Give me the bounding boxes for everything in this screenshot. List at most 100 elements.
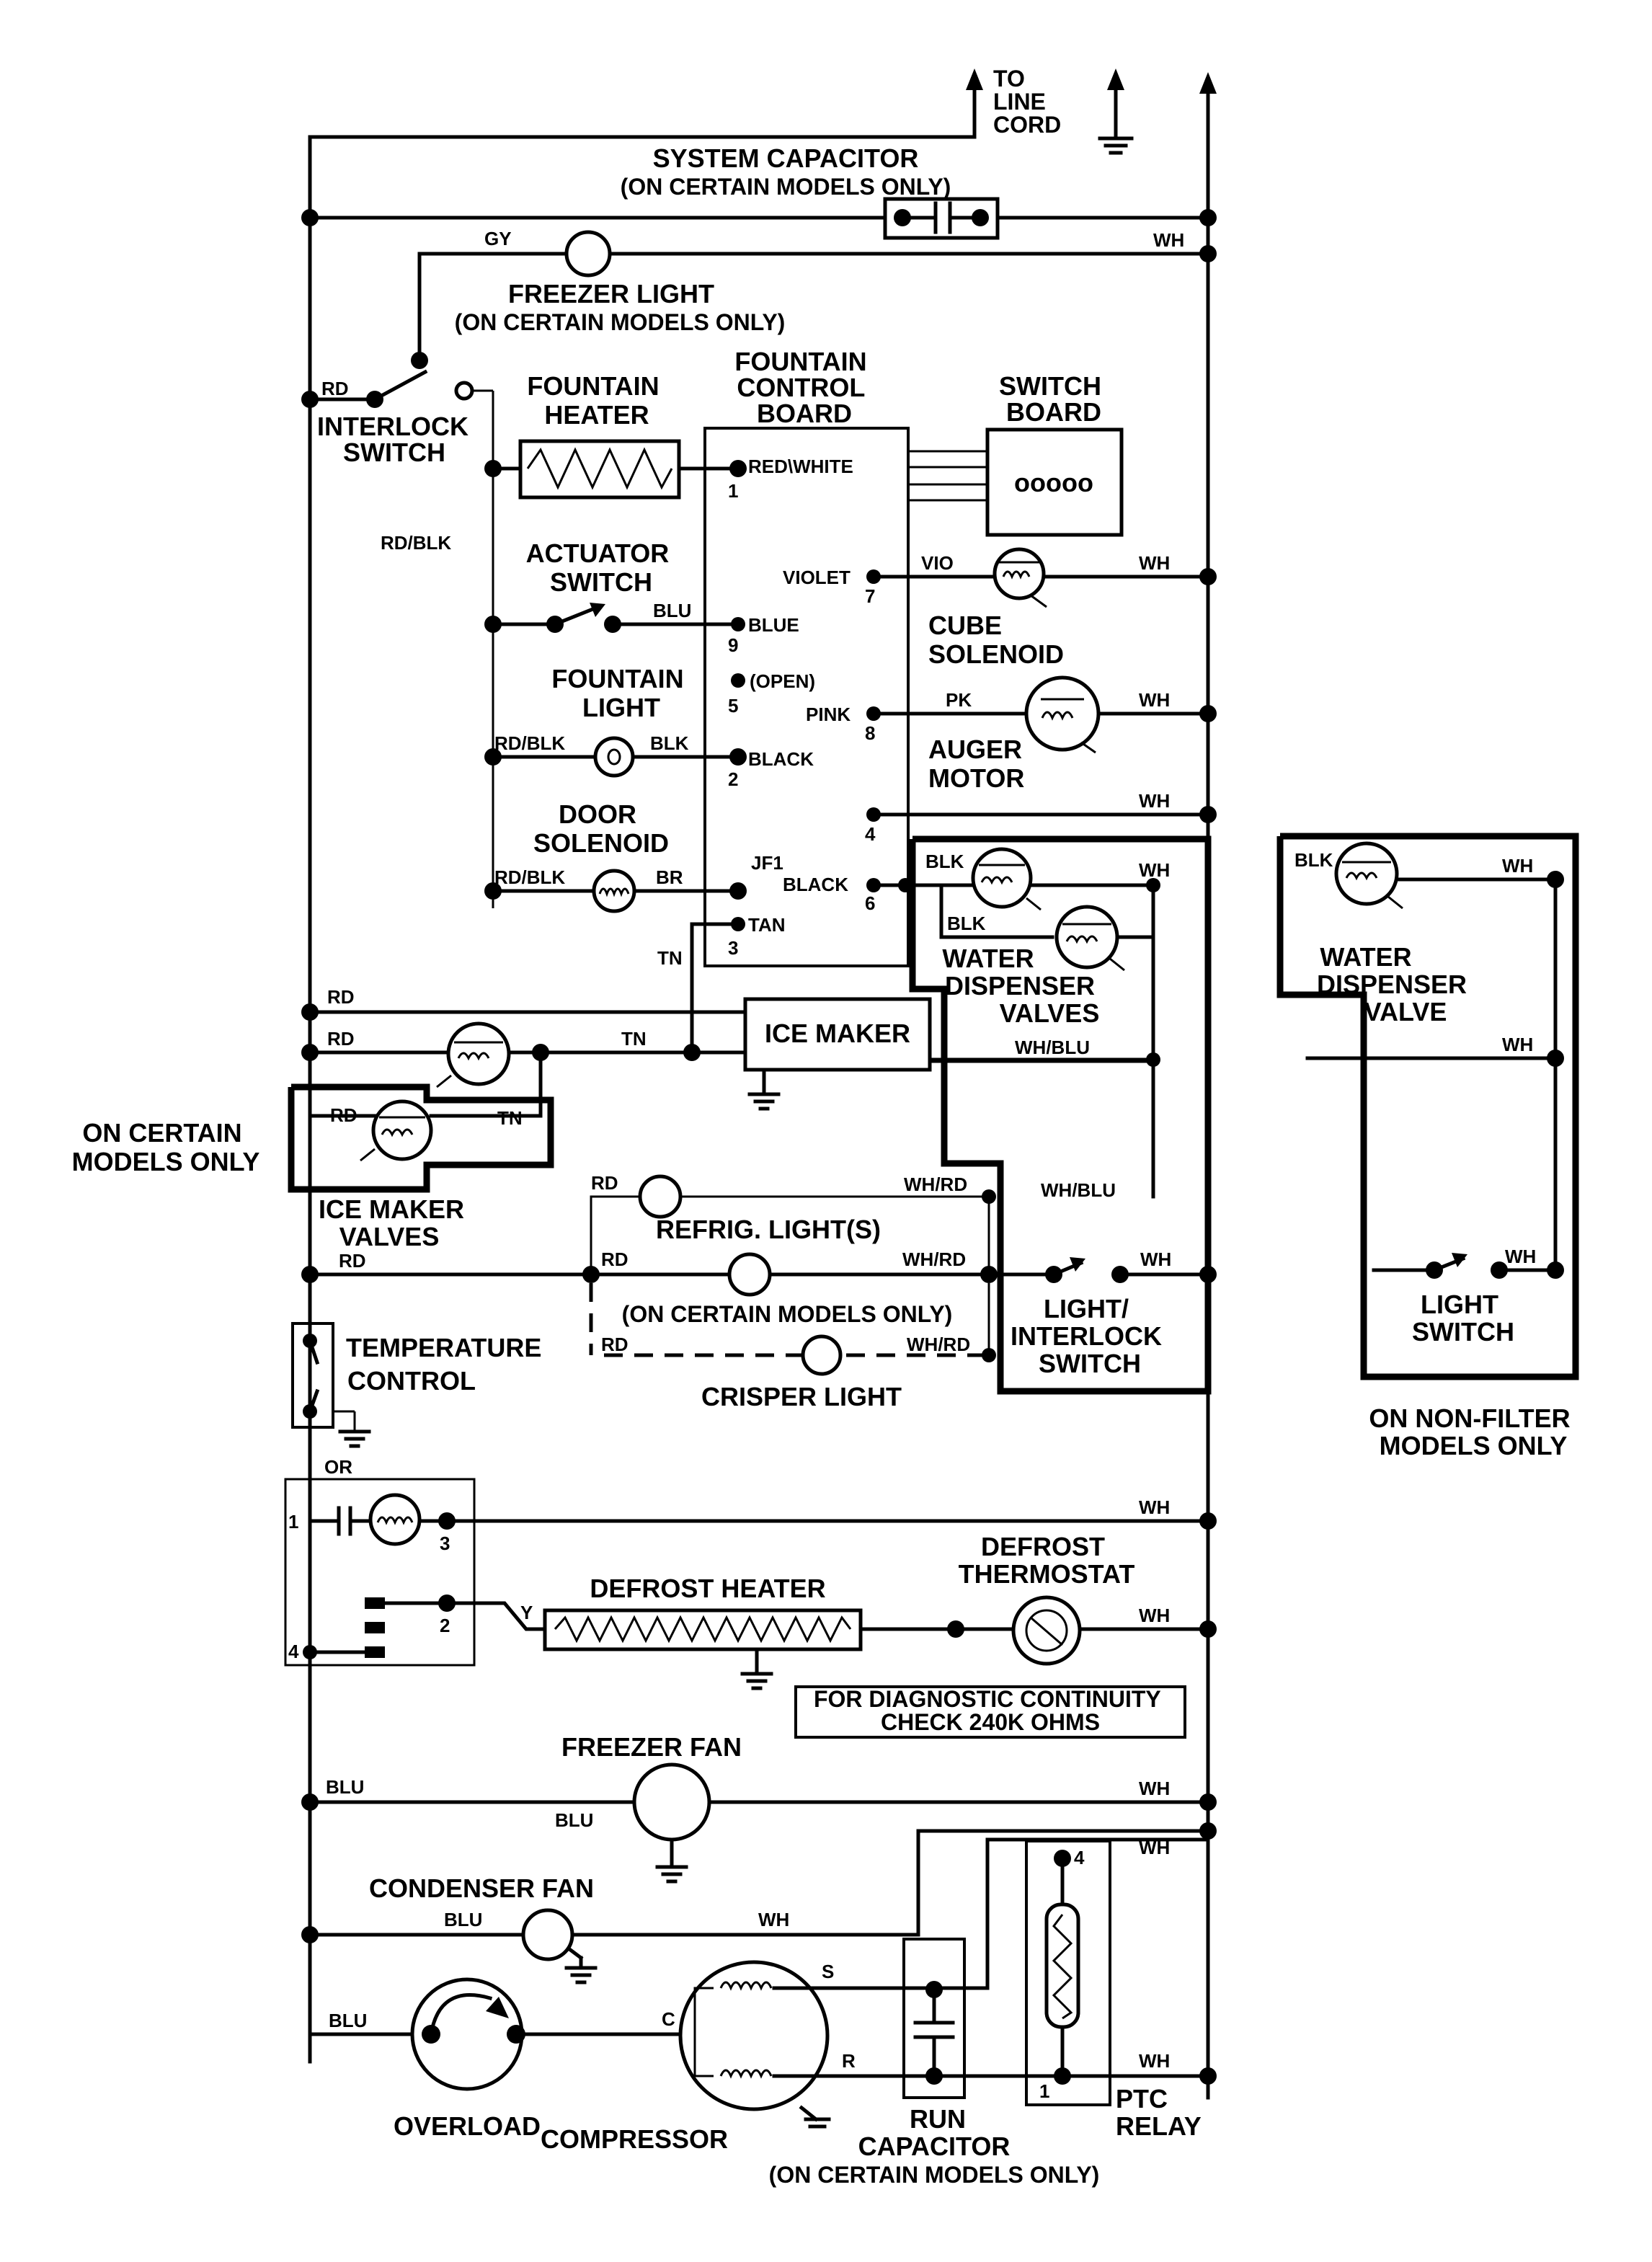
fountain-heater <box>484 439 747 500</box>
temperature-control-label: TEMPERATURE CONTROL <box>346 1333 549 1396</box>
switch-board-label: SWITCH BOARD <box>999 371 1109 427</box>
defrost-thermostat <box>1011 1595 1217 1666</box>
light-interlock-switch <box>987 1186 1217 1283</box>
freezer-light-bulb-icon <box>564 230 612 278</box>
pin4-wire-wh: WH <box>1139 790 1170 812</box>
crisper-wire-whrd: WH/RD <box>907 1334 970 1355</box>
overload-label: OVERLOAD <box>394 2111 541 2141</box>
svg-text:JF1: JF1 <box>751 852 783 874</box>
non-filter-box <box>1276 833 1579 1380</box>
water-dispenser-valve-label: WATER DISPENSER VALVE <box>1317 942 1474 1026</box>
svg-text:VIOLET: VIOLET <box>783 567 851 588</box>
svg-text:BLUE: BLUE <box>748 614 799 636</box>
ptc-relay <box>1025 1840 1217 2106</box>
light-switch-wire-wh: WH <box>1505 1246 1536 1267</box>
door-solenoid <box>484 869 747 913</box>
cube-solenoid <box>871 547 1217 608</box>
refrig-wire-rd-mid: RD <box>601 1248 629 1270</box>
water-valve-2-icon <box>1054 905 1119 970</box>
ice-maker <box>743 997 932 1072</box>
defrost-heater-label: DEFROST HEATER <box>590 1574 825 1603</box>
system-capacitor-note: (ON CERTAIN MODELS ONLY) <box>621 174 951 200</box>
cube-wire-wh: WH <box>1139 552 1170 574</box>
timer-wire-wh: WH <box>1139 1496 1170 1518</box>
interlock-wire-rd: RD <box>321 378 349 399</box>
svg-text:(OPEN): (OPEN) <box>750 670 815 692</box>
water-dispenser-valves-label: WATER DISPENSER VALVES <box>942 944 1102 1028</box>
water-dispenser-valves <box>866 847 1160 1190</box>
light-switch-label: LIGHT SWITCH <box>1412 1290 1514 1347</box>
svg-text:8: 8 <box>865 722 875 744</box>
line-cord-arrow-icon <box>966 68 983 90</box>
refrig-light-bulb-icon <box>638 1174 683 1219</box>
on-non-filter-models-only-label: ON NON-FILTER MODELS ONLY <box>1369 1403 1577 1460</box>
actuator-switch-label: ACTUATOR SWITCH <box>526 538 677 597</box>
heater-wire-y: Y <box>520 1602 533 1623</box>
rd-blk-wire-label: RD/BLK <box>381 532 451 554</box>
freezer-fan-label: FREEZER FAN <box>561 1732 742 1762</box>
water-dispenser-valves-box <box>909 835 1212 1395</box>
nf-wire-wh1: WH <box>1502 855 1533 877</box>
water-valve-1-icon <box>971 847 1033 909</box>
timer-wire-or: OR <box>324 1456 352 1478</box>
door-solenoid-wire-br: BR <box>656 866 683 888</box>
non-filter-valve <box>1305 841 1564 1272</box>
wdv-wire-blk1: BLK <box>925 851 964 872</box>
actuator-switch <box>484 603 740 633</box>
light-interlock-wire-wh: WH <box>1140 1248 1171 1270</box>
timer-terminal-3: 3 <box>440 1533 450 1554</box>
switch-board-ribbon <box>908 450 987 502</box>
cube-wire-vio: VIO <box>921 552 954 574</box>
actuator-wire-blu: BLU <box>653 600 691 621</box>
freezer-fan-icon <box>632 1762 711 1842</box>
system-capacitor-label: SYSTEM CAPACITOR <box>653 143 919 173</box>
freezer-light-note: (ON CERTAIN MODELS ONLY) <box>455 309 786 335</box>
auger-motor-icon <box>1024 675 1101 752</box>
svg-text:RED\WHITE: RED\WHITE <box>748 456 853 477</box>
fountain-control-board-label: FOUNTAIN CONTROL BOARD <box>734 347 874 428</box>
refrig-lights-note: (ON CERTAIN MODELS ONLY) <box>622 1301 953 1327</box>
fountain-control-board <box>703 427 910 967</box>
opt-valve-wire-tn: TN <box>497 1107 523 1129</box>
compressor-label: COMPRESSOR <box>541 2124 728 2154</box>
cube-solenoid-label: CUBE SOLENOID <box>928 611 1064 669</box>
ffan-wire-blu1: BLU <box>326 1776 364 1798</box>
auger-motor <box>866 675 1217 754</box>
condenser-fan-icon <box>521 1908 574 1961</box>
opt-valve-wire-rd: RD <box>330 1104 358 1126</box>
run-capacitor <box>902 1837 1210 2099</box>
fountain-light <box>484 736 747 778</box>
compressor-icon <box>678 1960 830 2111</box>
tan-wire <box>690 917 745 1055</box>
crisper-wire-rd: RD <box>601 1334 629 1355</box>
defrost-timer-switch <box>303 1595 456 1659</box>
relay-terminal-1: 1 <box>1039 2080 1049 2102</box>
board-pins: RED\WHITE 1 VIOLET 7 BLUE 9 (OPEN) 5 PIN… <box>728 456 881 959</box>
compressor-terminal-c: C <box>662 2008 675 2030</box>
system-capacitor <box>308 197 1210 240</box>
ice-maker-valves-optional <box>308 1099 543 1162</box>
fountain-light-bulb-icon <box>593 736 635 778</box>
freezer-fan <box>301 1762 1217 1884</box>
fountain-light-label: FOUNTAIN LIGHT <box>551 664 690 722</box>
nf-wire-wh2: WH <box>1502 1034 1533 1055</box>
wdv-wire-wh: WH <box>1139 859 1170 881</box>
svg-text:BLACK: BLACK <box>783 874 848 895</box>
ice-maker-valves-label: ICE MAKER VALVES <box>319 1194 471 1251</box>
fountain-heater-label: FOUNTAIN HEATER <box>527 371 666 430</box>
timer-motor-icon <box>368 1493 422 1546</box>
compressor-terminal-s: S <box>822 1961 834 1982</box>
auger-wire-wh: WH <box>1139 689 1170 711</box>
run-capacitor-label: RUN CAPACITOR <box>858 2104 1011 2161</box>
ffan-wire-wh: WH <box>1139 1778 1170 1799</box>
crisper-light-label: CRISPER LIGHT <box>701 1382 902 1411</box>
auger-wire-pk: PK <box>946 689 972 711</box>
refrig-wire-rd-main: RD <box>339 1250 366 1272</box>
diagnostic-note: FOR DIAGNOSTIC CONTINUITY CHECK 240K OHM… <box>814 1686 1167 1735</box>
light-switch <box>1372 1253 1564 1279</box>
light-interlock-switch-label: LIGHT/ INTERLOCK SWITCH <box>1011 1294 1169 1378</box>
relay-terminal-4: 4 <box>1074 1847 1085 1868</box>
svg-text:PINK: PINK <box>806 704 851 725</box>
door-solenoid-coil-icon <box>592 869 636 913</box>
auger-motor-label: AUGER MOTOR <box>928 735 1029 793</box>
